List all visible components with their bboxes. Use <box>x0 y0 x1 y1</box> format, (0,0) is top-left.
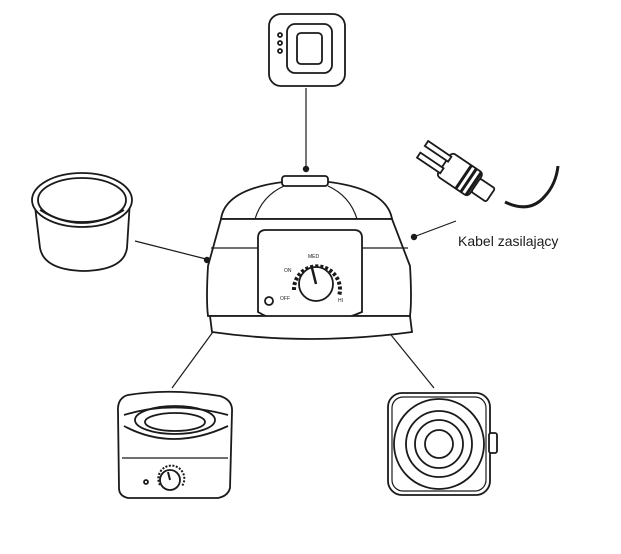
leader-dot-lid <box>302 165 310 173</box>
lid-handle <box>281 175 329 187</box>
power-cable-label: Kabel zasilający <box>458 233 559 249</box>
bowl-inner-line <box>39 209 125 224</box>
lid-top-view <box>268 13 346 87</box>
top-view-body <box>387 392 491 496</box>
plug-grip-1 <box>454 164 473 190</box>
dome-seam-left <box>254 185 285 220</box>
power-plug <box>415 139 496 202</box>
power-indicator-light <box>264 296 274 306</box>
leader-line-top-view <box>386 329 435 389</box>
top-view-ring-2 <box>405 410 473 478</box>
bowl-rim-outer <box>31 172 133 228</box>
cable-wire <box>504 165 560 209</box>
plug-pin-2 <box>415 151 445 175</box>
dial-pointer <box>310 267 318 285</box>
lid-indicator-3 <box>277 48 283 54</box>
dial-label-on: ON <box>284 268 292 274</box>
plug-strain-relief <box>471 178 496 202</box>
heater-front-view <box>117 390 233 499</box>
leader-line-bowl <box>134 240 207 260</box>
lid-indicator-2 <box>277 40 283 46</box>
dial-label-med: MED <box>308 254 320 260</box>
top-view-center <box>424 429 454 459</box>
lid-frame <box>286 23 333 74</box>
lid-indicator-1 <box>277 32 283 38</box>
leader-dot-cable <box>410 233 418 241</box>
bowl-rim-inner <box>37 177 127 223</box>
lid-window <box>296 32 323 65</box>
dial-label-off: OFF <box>280 296 290 302</box>
top-view-ring-1 <box>393 398 485 490</box>
dial-label-hi: HI <box>338 298 343 304</box>
front-view-rim-front <box>123 425 229 440</box>
top-view-ring-3 <box>414 419 464 469</box>
wax-bowl <box>31 172 133 272</box>
power-cable <box>415 139 560 209</box>
front-view-indicator <box>143 479 149 485</box>
heater-top-view <box>387 392 498 496</box>
front-view-opening-inner <box>144 412 206 432</box>
front-view-dial-scale <box>157 464 186 487</box>
front-view-dial-pointer <box>167 471 171 481</box>
dome-seam-right <box>327 185 358 220</box>
dial-scale <box>291 264 342 297</box>
front-view-opening <box>134 405 216 435</box>
plug-grip-3 <box>464 171 483 197</box>
heater-base <box>208 315 414 340</box>
wax-heater: OFF ON MED HI <box>206 175 414 340</box>
plug-grip-2 <box>459 167 478 193</box>
front-view-rim-back <box>123 406 229 416</box>
plug-pin-1 <box>423 139 453 163</box>
leader-line-front-view <box>171 324 219 389</box>
top-view-side-button <box>488 432 498 454</box>
top-view-edge <box>391 396 487 492</box>
leader-line-cable <box>415 220 457 237</box>
